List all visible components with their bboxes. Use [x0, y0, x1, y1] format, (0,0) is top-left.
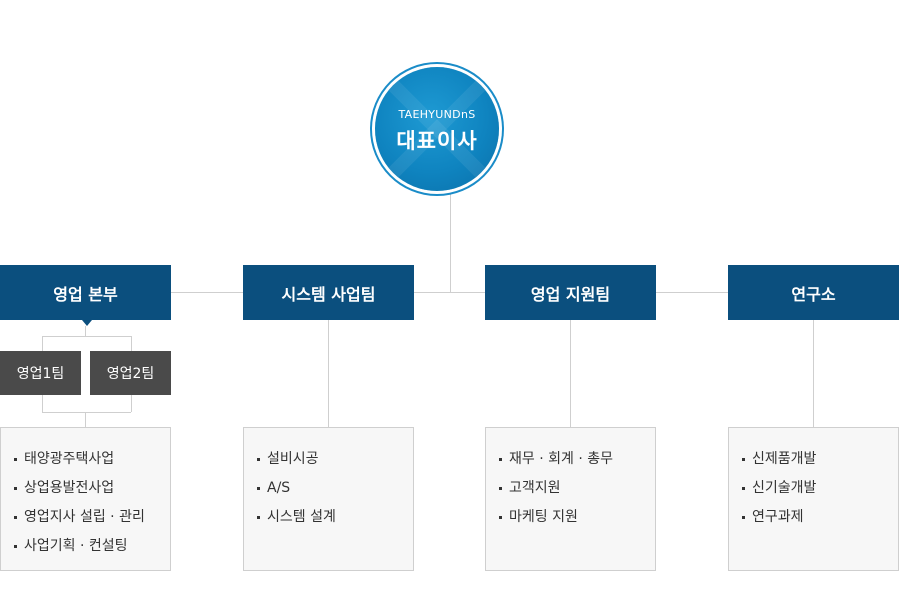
dept-horizontal-connector	[171, 292, 728, 293]
dept-system-header: 시스템 사업팀	[243, 265, 414, 320]
sales-to-teams-connector	[85, 326, 86, 336]
dept-system-duties: 설비시공 A/S 시스템 설계	[243, 427, 414, 571]
ceo-node: TAEHYUNDnS 대표이사	[375, 67, 499, 191]
duty-item: 연구과제	[742, 503, 898, 532]
dept-sales-duties: 태양광주택사업 상업용발전사업 영업지사 설립 · 관리 사업기획 · 컨설팅	[0, 427, 171, 571]
ceo-subtitle: TAEHYUNDnS	[398, 107, 476, 121]
teams-bottom-bracket	[42, 412, 131, 413]
sales-team-1: 영업1팀	[0, 351, 81, 395]
sales-team-2: 영업2팀	[90, 351, 171, 395]
ceo-x-pattern	[375, 67, 499, 191]
support-team-connector	[570, 320, 571, 427]
team1-bottom-tick	[42, 395, 43, 412]
duty-item: 신기술개발	[742, 474, 898, 503]
duty-item: 마케팅 지원	[499, 503, 655, 532]
duty-item: 신제품개발	[742, 445, 898, 474]
ceo-title: 대표이사	[396, 128, 478, 153]
teams-top-bracket	[42, 336, 131, 337]
duty-item: 시스템 설계	[257, 503, 413, 532]
team2-top-tick	[131, 336, 132, 351]
dept-sales-header: 영업 본부	[0, 265, 171, 320]
duty-item: 상업용발전사업	[14, 474, 170, 503]
sales-down-arrow-icon	[82, 320, 92, 326]
dept-lab-duties: 신제품개발 신기술개발 연구과제	[728, 427, 899, 571]
system-team-connector	[328, 320, 329, 427]
team1-top-tick	[42, 336, 43, 351]
dept-support-header: 영업 지원팀	[485, 265, 656, 320]
duty-item: 고객지원	[499, 474, 655, 503]
teams-to-list-connector	[85, 412, 86, 427]
duty-item: 영업지사 설립 · 관리	[14, 503, 170, 532]
dept-support-duties: 재무 · 회계 · 총무 고객지원 마케팅 지원	[485, 427, 656, 571]
duty-item: 재무 · 회계 · 총무	[499, 445, 655, 474]
duty-item: 사업기획 · 컨설팅	[14, 532, 170, 561]
ceo-connector	[450, 191, 451, 293]
duty-item: 설비시공	[257, 445, 413, 474]
duty-item: 태양광주택사업	[14, 445, 170, 474]
team2-bottom-tick	[131, 395, 132, 412]
dept-lab-header: 연구소	[728, 265, 899, 320]
duty-item: A/S	[257, 474, 413, 503]
lab-connector	[813, 320, 814, 427]
